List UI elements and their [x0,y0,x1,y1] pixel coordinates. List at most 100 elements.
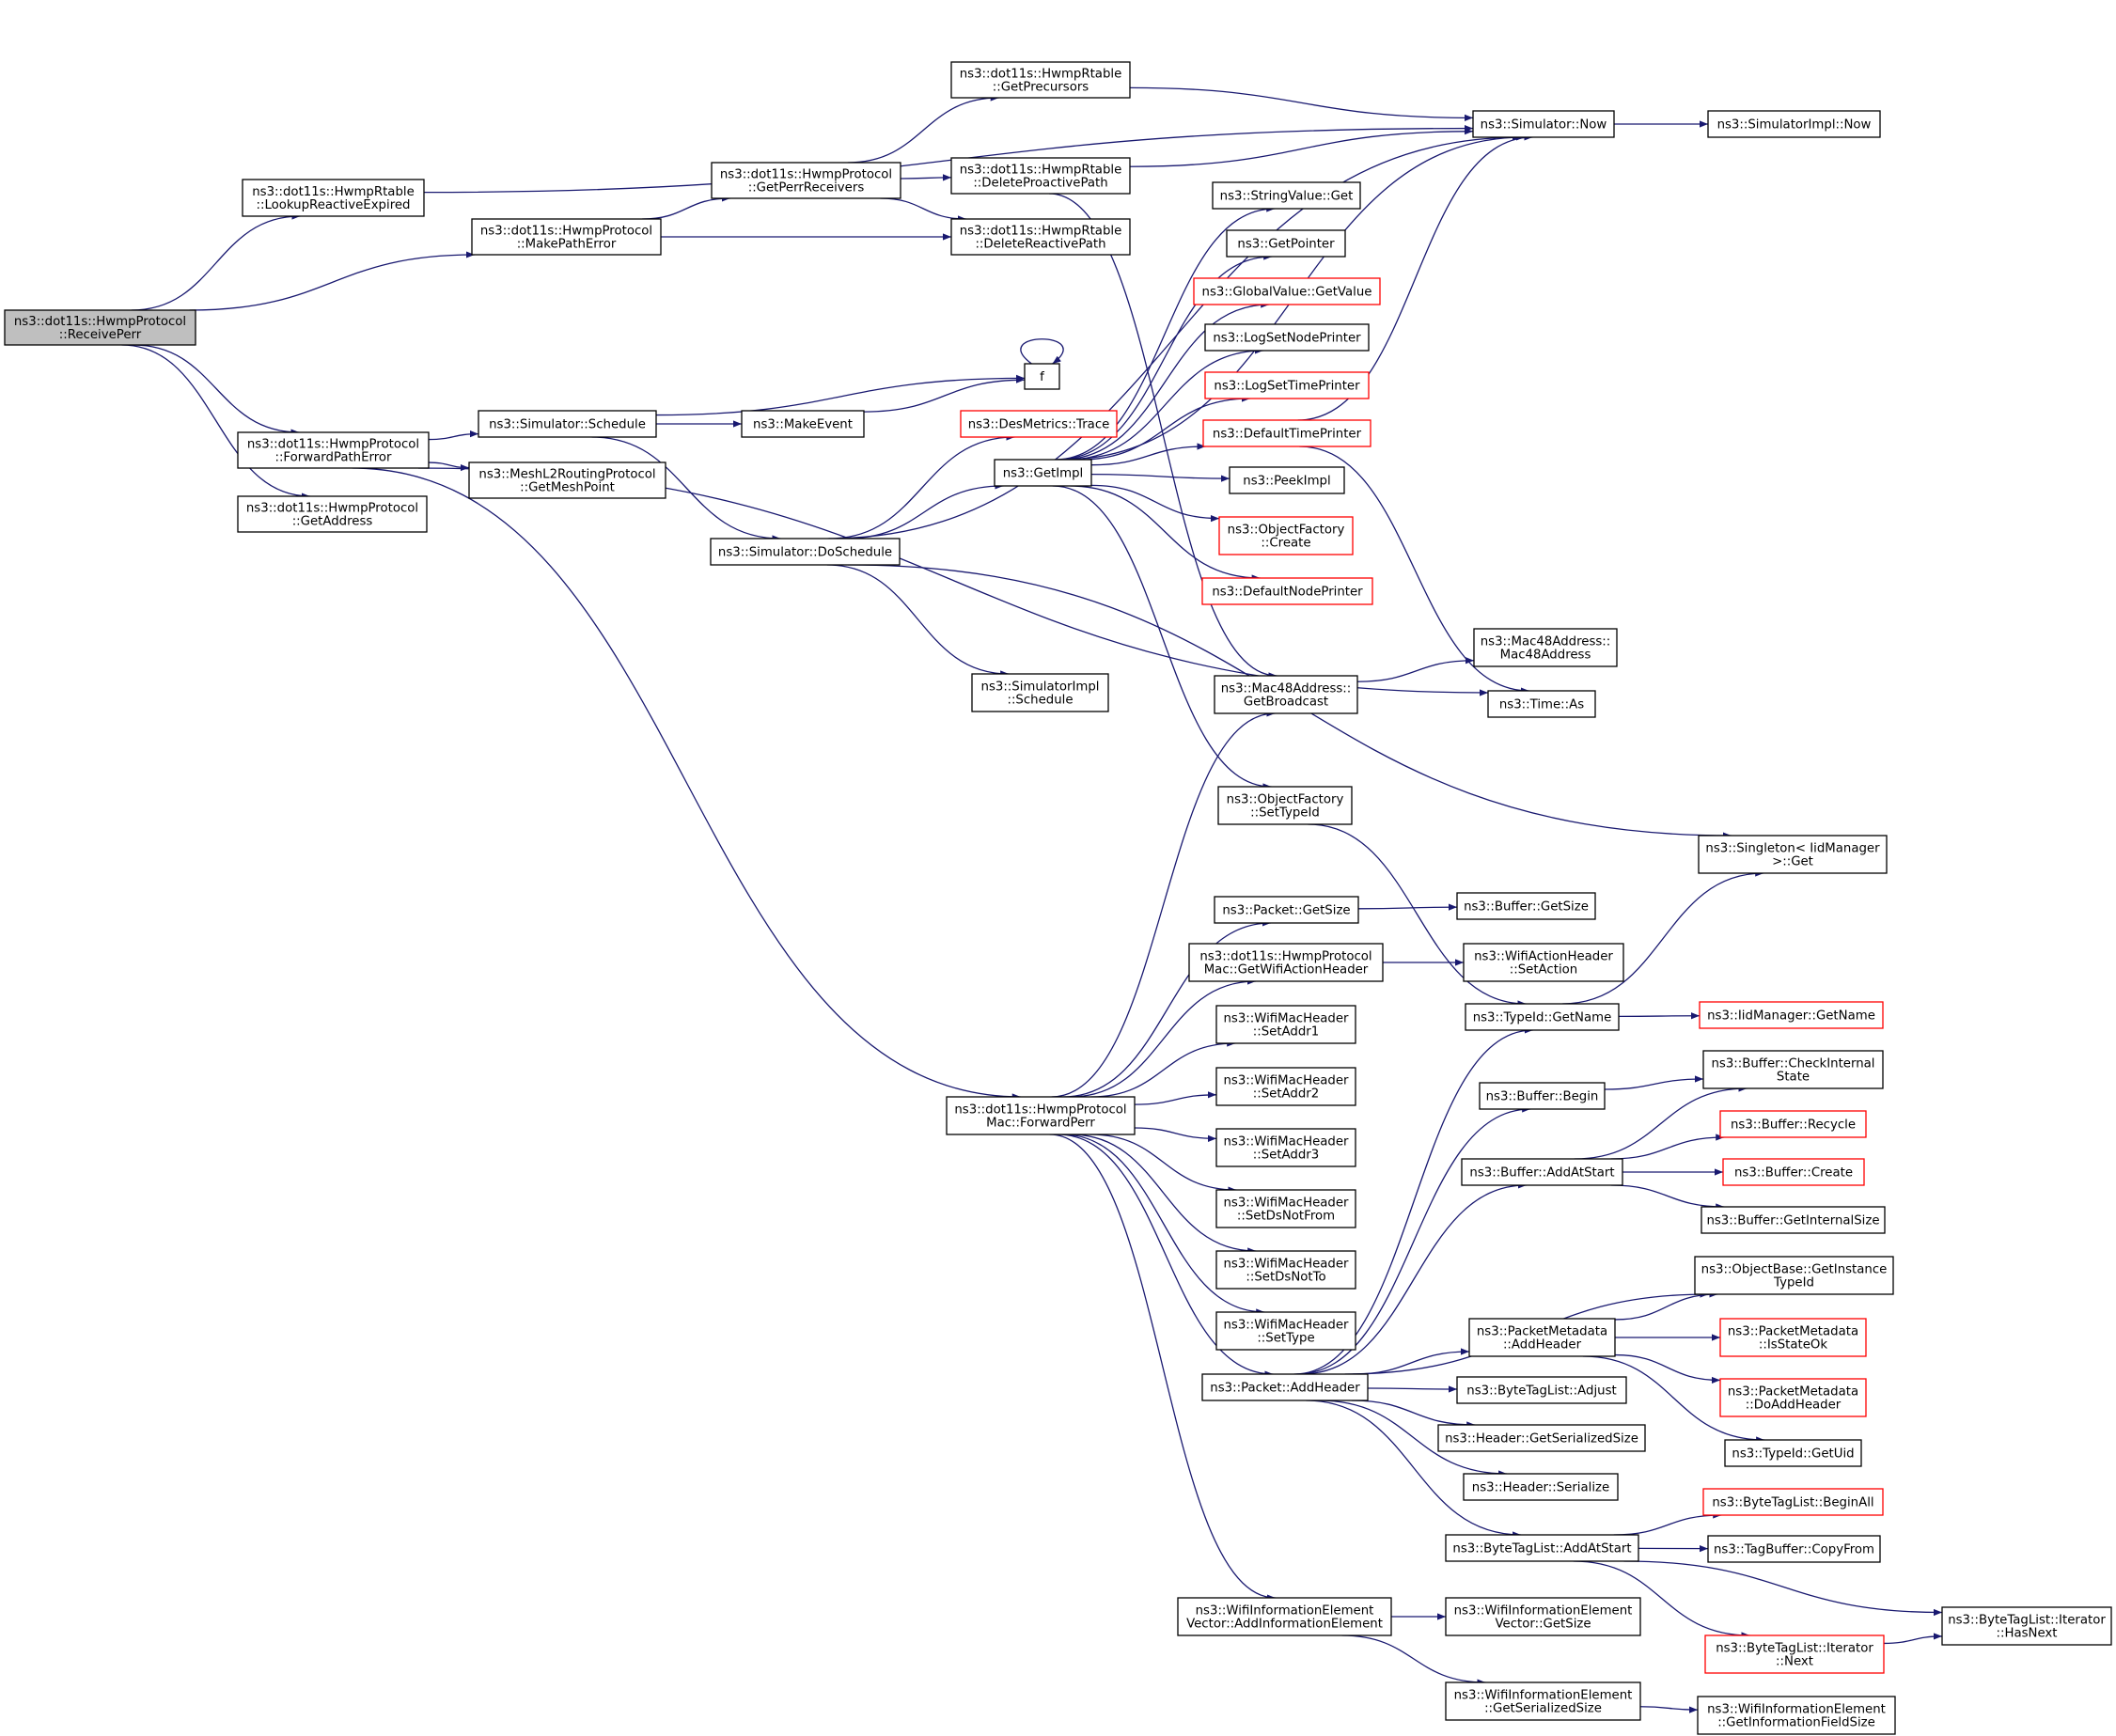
node-peek-impl[interactable]: ns3::PeekImpl [1229,466,1345,494]
node-forward-perr[interactable]: ns3::dot11s::HwmpProtocolMac::ForwardPer… [946,1096,1136,1135]
node-buffer-begin[interactable]: ns3::Buffer::Begin [1479,1082,1606,1110]
node-set-ds-not-to[interactable]: ns3::WifiMacHeader::SetDsNotTo [1215,1250,1356,1290]
node-set-type[interactable]: ns3::WifiMacHeader::SetType [1215,1311,1356,1351]
node-packet-get-size[interactable]: ns3::Packet::GetSize [1214,896,1359,924]
node-time-as[interactable]: ns3::Time::As [1487,690,1596,718]
node-label: ns3::WifiMacHeader [1223,1258,1349,1272]
node-packet-metadata-do-add-header[interactable]: ns3::PacketMetadata::DoAddHeader [1719,1378,1867,1417]
node-packet-metadata-add-header[interactable]: ns3::PacketMetadata::AddHeader [1468,1318,1616,1357]
node-packet-add-header[interactable]: ns3::Packet::AddHeader [1201,1373,1369,1401]
node-header-get-serialized-size[interactable]: ns3::Header::GetSerializedSize [1437,1424,1646,1452]
call-edge [133,344,300,436]
node-box [1229,466,1345,494]
call-edge [1052,485,1272,790]
node-box [1445,1534,1639,1562]
node-add-information-element[interactable]: ns3::WifiInformationElementVector::AddIn… [1177,1597,1392,1636]
node-typeid-get-name[interactable]: ns3::TypeId::GetName [1465,1003,1620,1031]
node-object-factory-set-type-id[interactable]: ns3::ObjectFactory::SetTypeId [1217,786,1353,825]
node-box [242,179,425,217]
node-simulator-schedule[interactable]: ns3::Simulator::Schedule [478,410,657,438]
node-box [1202,419,1371,447]
node-default-node-printer[interactable]: ns3::DefaultNodePrinter [1201,577,1373,605]
node-get-precursors[interactable]: ns3::dot11s::HwmpRtable::GetPrecursors [950,61,1131,99]
node-label: ns3::MeshL2RoutingProtocol [478,468,655,482]
node-element-get-serialized-size[interactable]: ns3::WifiInformationElement::GetSerializ… [1445,1681,1641,1721]
node-iidmanager-get-name[interactable]: ns3::IidManager::GetName [1699,1001,1884,1029]
node-label: ns3::Header::Serialize [1472,1481,1609,1495]
node-mac48-ctor[interactable]: ns3::Mac48Address::Mac48Address [1473,628,1618,667]
node-header-serialize[interactable]: ns3::Header::Serialize [1463,1473,1619,1501]
node-box [1215,1128,1356,1167]
node-get-perr-receivers[interactable]: ns3::dot11s::HwmpProtocol::GetPerrReceiv… [711,162,901,199]
node-vector-get-size[interactable]: ns3::WifiInformationElementVector::GetSi… [1445,1597,1641,1636]
node-packet-metadata-is-state-ok[interactable]: ns3::PacketMetadata::IsStateOk [1719,1318,1867,1357]
node-get-wifi-action-header[interactable]: ns3::dot11s::HwmpProtocolMac::GetWifiAct… [1188,943,1384,982]
call-edge [1051,710,1276,1098]
node-buffer-add-at-start[interactable]: ns3::Buffer::AddAtStart [1461,1158,1623,1186]
node-get-impl[interactable]: ns3::GetImpl [994,459,1092,487]
node-label: ::ReceivePerr [59,328,142,342]
node-log-set-node-printer[interactable]: ns3::LogSetNodePrinter [1204,323,1370,352]
node-typeid-get-uid[interactable]: ns3::TypeId::GetUid [1724,1439,1862,1467]
call-edge [352,467,1021,1101]
node-simulator-now[interactable]: ns3::Simulator::Now [1472,110,1615,138]
node-box [1201,577,1373,605]
node-set-addr1[interactable]: ns3::WifiMacHeader::SetAddr1 [1215,1005,1356,1044]
node-buffer-recycle[interactable]: ns3::Buffer::Recycle [1719,1110,1867,1138]
node-receive-perr[interactable]: ns3::dot11s::HwmpProtocol::ReceivePerr [4,309,196,346]
node-get-address[interactable]: ns3::dot11s::HwmpProtocol::GetAddress [237,495,428,533]
node-make-event[interactable]: ns3::MakeEvent [741,410,865,438]
call-edge [1057,253,1273,461]
node-label: ns3::dot11s::HwmpRtable [960,225,1122,239]
node-buffer-create[interactable]: ns3::Buffer::Create [1722,1158,1865,1186]
call-edge [900,174,952,181]
node-simulatorimpl-schedule[interactable]: ns3::SimulatorImpl::Schedule [971,673,1109,712]
node-forward-path-error[interactable]: ns3::dot11s::HwmpProtocol::ForwardPathEr… [237,431,430,469]
node-box [1188,943,1384,982]
node-mac48-get-broadcast[interactable]: ns3::Mac48Address::GetBroadcast [1214,675,1358,714]
call-edge [121,344,310,500]
node-box [471,218,662,256]
node-default-time-printer[interactable]: ns3::DefaultTimePrinter [1202,419,1371,447]
node-tag-buffer-copy-from[interactable]: ns3::TagBuffer::CopyFrom [1707,1535,1881,1563]
call-edge [1618,1012,1701,1020]
call-edge [1353,1348,1470,1375]
node-singleton-get[interactable]: ns3::Singleton< IidManager>::Get [1698,835,1888,874]
node-lookup-reactive-expired[interactable]: ns3::dot11s::HwmpRtable::LookupReactiveE… [242,179,425,217]
node-label: ::GetInformationFieldSize [1717,1716,1875,1730]
node-simulatorimpl-now[interactable]: ns3::SimulatorImpl::Now [1707,110,1881,138]
node-string-value-get[interactable]: ns3::StringValue::Get [1212,181,1361,210]
node-element-get-information-field-size[interactable]: ns3::WifiInformationElement::GetInformat… [1697,1696,1896,1735]
node-buffer-get-internal-size[interactable]: ns3::Buffer::GetInternalSize [1701,1206,1886,1234]
node-make-path-error[interactable]: ns3::dot11s::HwmpProtocol::MakePathError [471,218,662,256]
node-iterator-next[interactable]: ns3::ByteTagList::Iterator::Next [1704,1634,1885,1674]
node-set-addr3[interactable]: ns3::WifiMacHeader::SetAddr3 [1215,1128,1356,1167]
node-global-value-get-value[interactable]: ns3::GlobalValue::GetValue [1193,277,1381,305]
node-iterator-has-next[interactable]: ns3::ByteTagList::Iterator::HasNext [1941,1606,2112,1646]
node-f-node[interactable]: f [1024,363,1060,390]
node-label: ns3::dot11s::HwmpProtocol [14,315,186,329]
node-byte-tag-list-adjust[interactable]: ns3::ByteTagList::Adjust [1456,1376,1627,1404]
node-delete-reactive-path[interactable]: ns3::dot11s::HwmpRtable::DeleteReactiveP… [950,218,1131,256]
node-box [1702,1050,1884,1089]
node-get-mesh-point[interactable]: ns3::MeshL2RoutingProtocol::GetMeshPoint [468,461,666,499]
node-set-action[interactable]: ns3::WifiActionHeader::SetAction [1463,943,1624,982]
call-edge [1090,443,1206,466]
node-log-set-time-printer[interactable]: ns3::LogSetTimePrinter [1204,371,1370,399]
call-edge [1066,347,1263,461]
node-byte-tag-list-add-at-start[interactable]: ns3::ByteTagList::AddAtStart [1445,1534,1639,1562]
node-object-factory-create[interactable]: ns3::ObjectFactory::Create [1218,516,1354,555]
node-set-ds-not-from[interactable]: ns3::WifiMacHeader::SetDsNotFrom [1215,1189,1356,1228]
node-get-pointer[interactable]: ns3::GetPointer [1226,229,1346,258]
node-simulator-do-schedule[interactable]: ns3::Simulator::DoSchedule [710,538,901,566]
node-byte-tag-list-begin-all[interactable]: ns3::ByteTagList::BeginAll [1702,1488,1884,1516]
node-set-addr2[interactable]: ns3::WifiMacHeader::SetAddr2 [1215,1067,1356,1106]
node-box [1214,896,1359,924]
call-edge [1070,1134,1257,1255]
node-des-metrics-trace[interactable]: ns3::DesMetrics::Trace [960,410,1118,438]
node-delete-proactive-path[interactable]: ns3::dot11s::HwmpRtable::DeleteProactive… [950,157,1131,195]
node-buffer-get-size[interactable]: ns3::Buffer::GetSize [1456,892,1596,920]
call-edge [1070,485,1261,582]
